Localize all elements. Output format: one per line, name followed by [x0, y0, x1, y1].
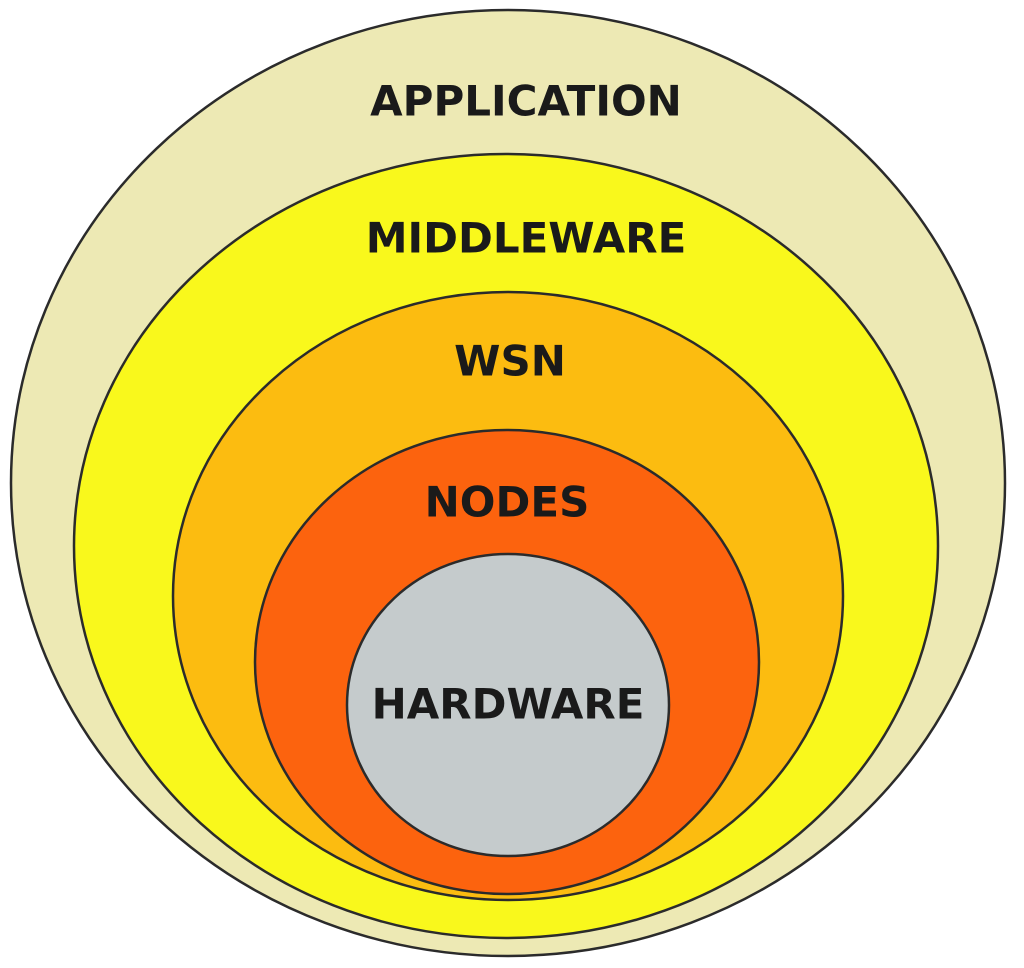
layer-wsn-label: WSN [454, 337, 566, 386]
layer-application-label: APPLICATION [370, 77, 682, 126]
layer-hardware-label: HARDWARE [372, 680, 645, 729]
layer-hardware-circle [345, 552, 671, 858]
layer-middleware-label: MIDDLEWARE [366, 214, 687, 263]
layer-nodes-label: NODES [425, 478, 590, 527]
